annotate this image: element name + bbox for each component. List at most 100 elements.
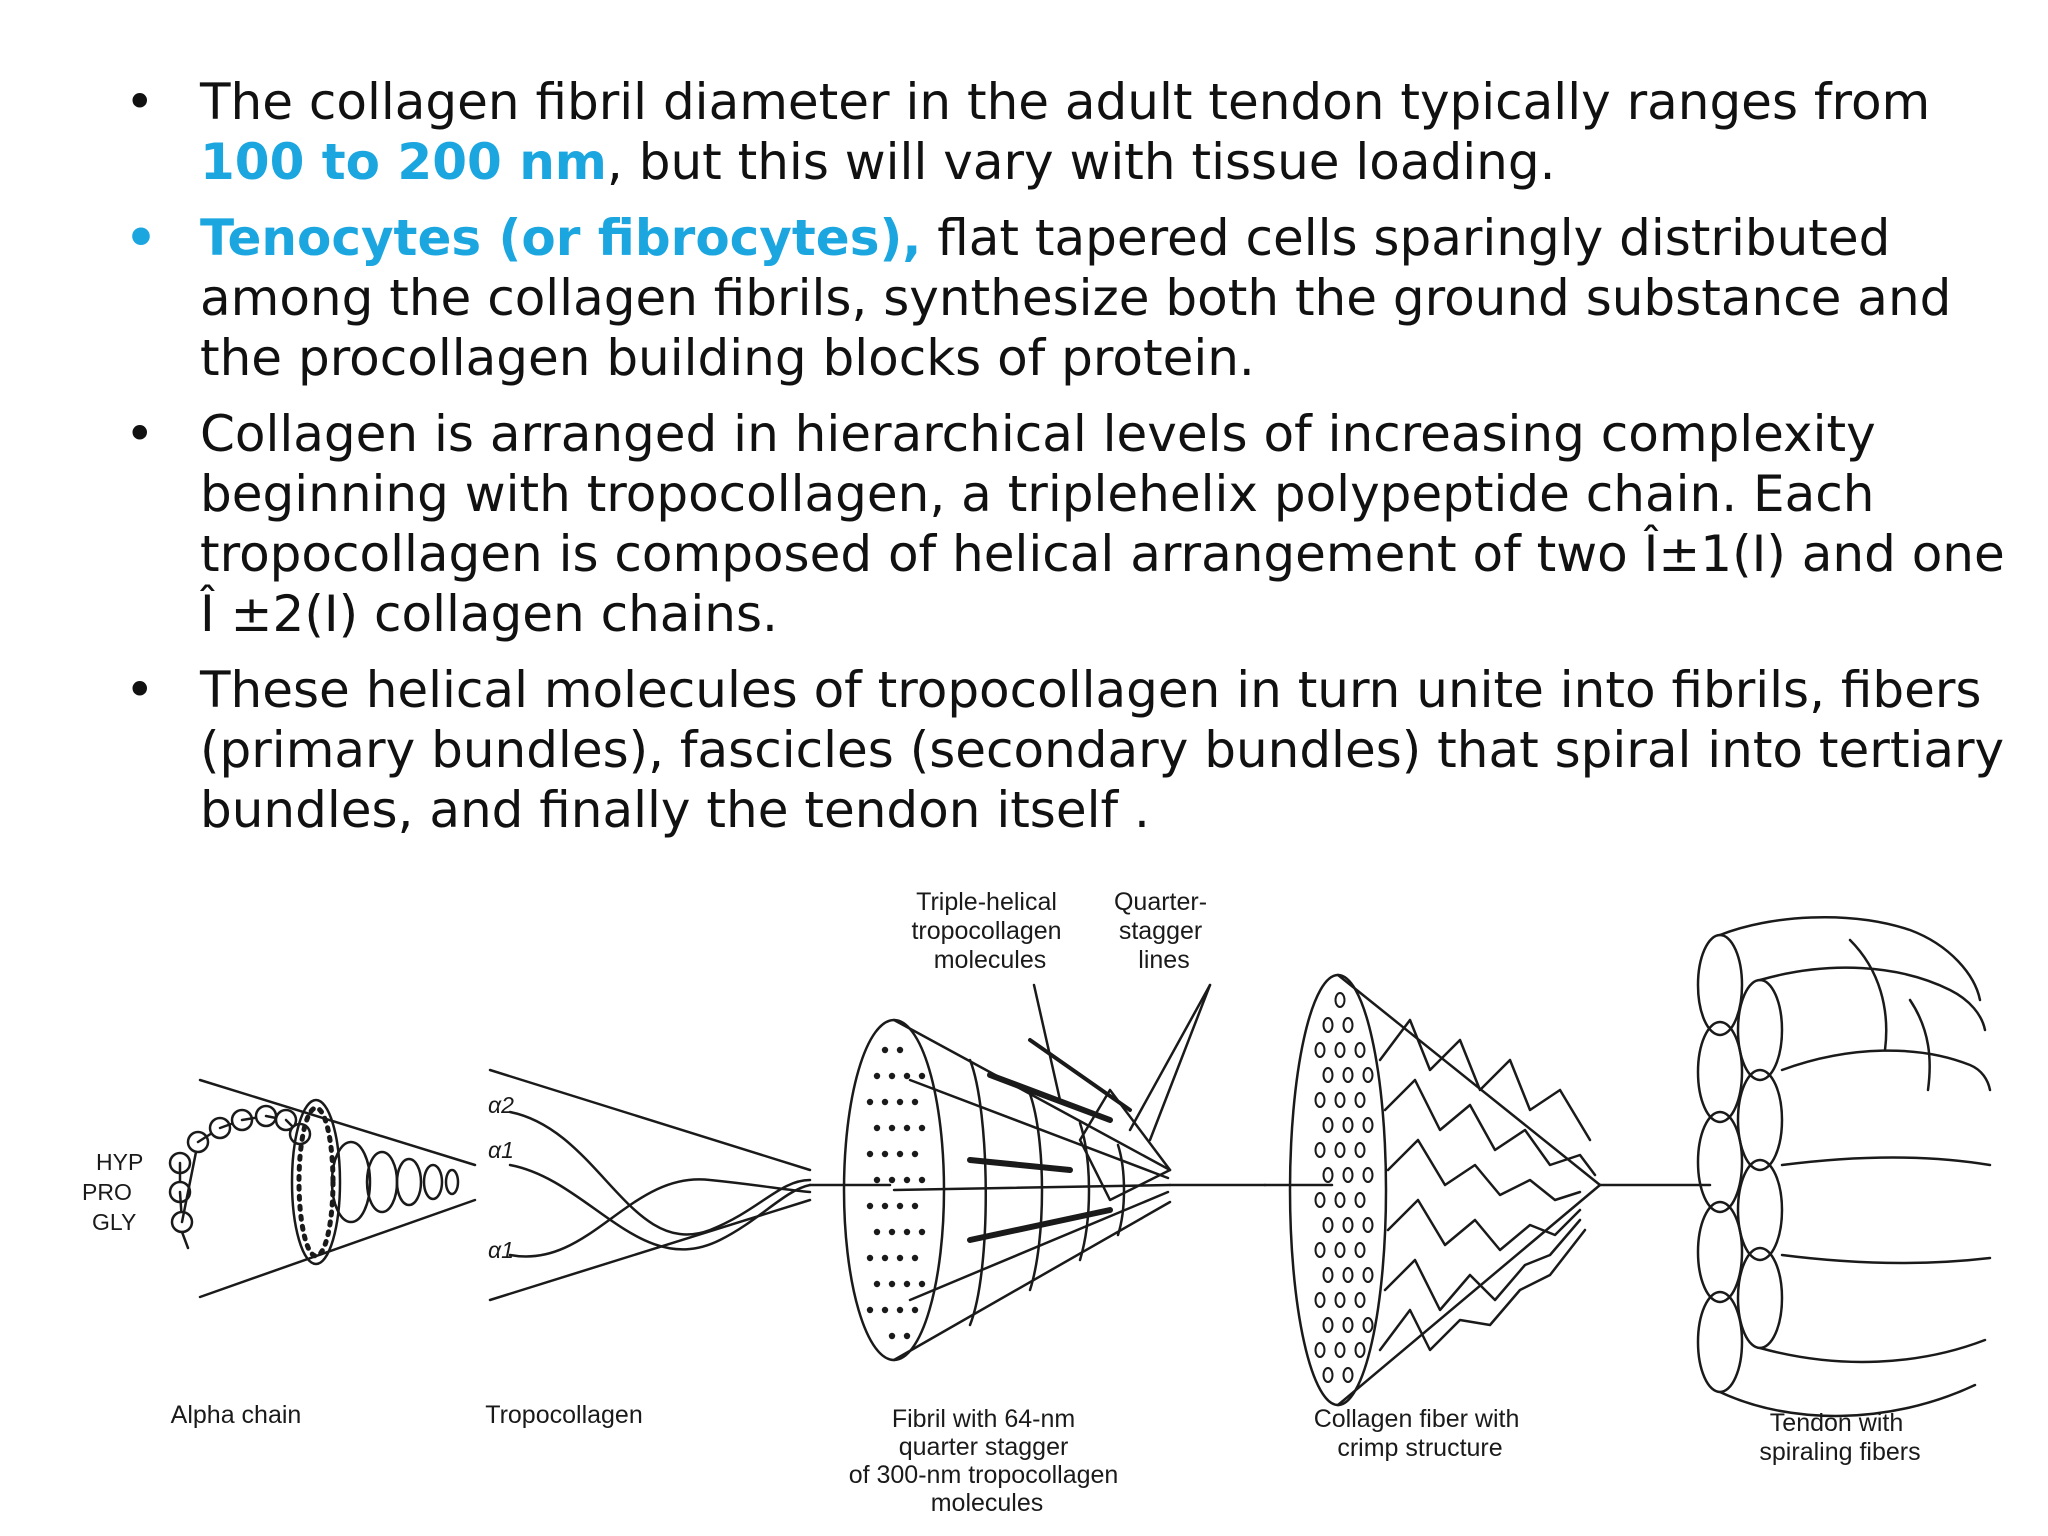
bullet-glyph: • — [125, 209, 157, 267]
bullet-item: • The collagen fibril diameter in the adu… — [120, 72, 2020, 192]
fiber-circle — [1334, 1292, 1346, 1308]
fibril-dot — [888, 1332, 896, 1340]
fiber-circle — [1322, 1017, 1334, 1033]
fibril-dot — [881, 1202, 889, 1210]
fiber-circle — [1354, 1192, 1366, 1208]
fiber-circle — [1362, 1117, 1374, 1133]
fiber-circle — [1342, 1317, 1354, 1333]
fiber-circle — [1354, 1342, 1366, 1358]
fibril-dot — [881, 1150, 889, 1158]
fibril-dot — [866, 1306, 874, 1314]
label-quarter-stagger: Quarter- stagger lines — [1114, 888, 1214, 974]
fiber-circle — [1342, 1367, 1354, 1383]
bullet-list: • The collagen fibril diameter in the adu… — [120, 72, 2020, 856]
fiber-circle — [1314, 1292, 1326, 1308]
fiber-circle — [1354, 1142, 1366, 1158]
bullet-item: •These helical molecules of tropocollage… — [120, 660, 2020, 840]
fibril-dot — [918, 1228, 926, 1236]
bullet-text: flat tapered cells sparingly distributed… — [200, 209, 1952, 387]
fiber-circle — [1314, 1042, 1326, 1058]
fiber-circle — [1362, 1067, 1374, 1083]
fibril-dot — [918, 1072, 926, 1080]
fibril-dot — [903, 1280, 911, 1288]
fibril-dot — [918, 1280, 926, 1288]
fiber-circle — [1314, 1092, 1326, 1108]
fiber-circle — [1322, 1217, 1334, 1233]
tendon-drawing — [1696, 916, 1992, 1418]
fiber-circle — [1322, 1267, 1334, 1283]
label-triple-helical: Triple-helical tropocollagen molecules — [911, 888, 1068, 974]
fibril-dot — [896, 1254, 904, 1262]
fiber-circle — [1354, 1092, 1366, 1108]
fibril-dot — [873, 1124, 881, 1132]
fiber-cross-section-circles — [1314, 992, 1374, 1383]
fiber-circle — [1314, 1342, 1326, 1358]
fibril-dot — [881, 1046, 889, 1054]
quarter-stagger-pointer — [1128, 983, 1212, 1142]
fibril-dot — [888, 1176, 896, 1184]
fibril-dot — [911, 1150, 919, 1158]
fiber-circle — [1314, 1192, 1326, 1208]
bullet-glyph: • — [125, 73, 155, 131]
collagen-fiber-drawing — [1263, 973, 1712, 1407]
fiber-circle — [1362, 1167, 1374, 1183]
fibril-dot — [911, 1202, 919, 1210]
crimp-line-2 — [1383, 1078, 1597, 1177]
fibril-dot — [888, 1072, 896, 1080]
fibril-dot — [903, 1124, 911, 1132]
fiber-circle — [1342, 1117, 1354, 1133]
fiber-circle — [1362, 1317, 1374, 1333]
fiber-circle — [1334, 1192, 1346, 1208]
fibril-dot — [903, 1072, 911, 1080]
alpha-chain-drawing — [168, 1078, 477, 1299]
fiber-circle — [1322, 1317, 1334, 1333]
amino-acid-chain — [168, 1104, 312, 1250]
fiber-circle — [1362, 1217, 1374, 1233]
bullet-text: , but this will vary with tissue loading… — [606, 133, 1556, 191]
crimp-line-3 — [1386, 1138, 1582, 1202]
crimp-line-1 — [1378, 1018, 1592, 1142]
fiber-circle — [1354, 1242, 1366, 1258]
fibril-dot — [866, 1150, 874, 1158]
label-tendon: Tendon with spiraling fibers — [1759, 1409, 1920, 1466]
fiber-circle — [1362, 1267, 1374, 1283]
alpha-label-a1-lower: α1 — [488, 1237, 514, 1263]
tropocollagen-drawing — [488, 1068, 812, 1302]
fibril-dot — [918, 1124, 926, 1132]
bullet-text: The collagen fibril diameter in the adul… — [200, 73, 1931, 131]
fiber-circle — [1334, 1042, 1346, 1058]
triple-helical-pointer — [1032, 983, 1062, 1102]
collagen-hierarchy-diagram: HYP PRO GLY α2 α1 α1 — [82, 888, 1992, 1517]
fiber-circle — [1322, 1167, 1334, 1183]
bullet-glyph: • — [125, 661, 155, 719]
fiber-circle — [1342, 1217, 1354, 1233]
label-tropocollagen: Tropocollagen — [485, 1401, 643, 1429]
fibril-dot — [903, 1332, 911, 1340]
fibril-drawing — [808, 1018, 1267, 1362]
fiber-circle — [1314, 1142, 1326, 1158]
fibril-dot — [896, 1306, 904, 1314]
fiber-circle — [1334, 992, 1346, 1008]
fibril-dot — [866, 1202, 874, 1210]
fiber-circle — [1334, 1092, 1346, 1108]
fibril-dot — [903, 1228, 911, 1236]
fiber-circle — [1314, 1242, 1326, 1258]
fibril-dot — [873, 1280, 881, 1288]
fiber-circle — [1342, 1067, 1354, 1083]
alpha-label-a1-upper: α1 — [488, 1137, 514, 1163]
fibril-dot — [918, 1176, 926, 1184]
fibril-cross-section-dots — [866, 1046, 926, 1340]
bullet-glyph: • — [125, 405, 155, 463]
fibril-dot — [896, 1098, 904, 1106]
fibril-dot — [896, 1150, 904, 1158]
fiber-circle — [1334, 1342, 1346, 1358]
alpha-label-a2: α2 — [488, 1092, 514, 1118]
fibril-dot — [888, 1280, 896, 1288]
fibril-dot — [896, 1046, 904, 1054]
fibril-dot — [911, 1098, 919, 1106]
label-alpha-chain: Alpha chain — [171, 1401, 302, 1429]
bullet-text: Collagen is arranged in hierarchical lev… — [200, 405, 2005, 643]
fibril-dot — [888, 1228, 896, 1236]
amino-label-hyp: HYP — [96, 1149, 143, 1175]
fibril-dot — [881, 1306, 889, 1314]
